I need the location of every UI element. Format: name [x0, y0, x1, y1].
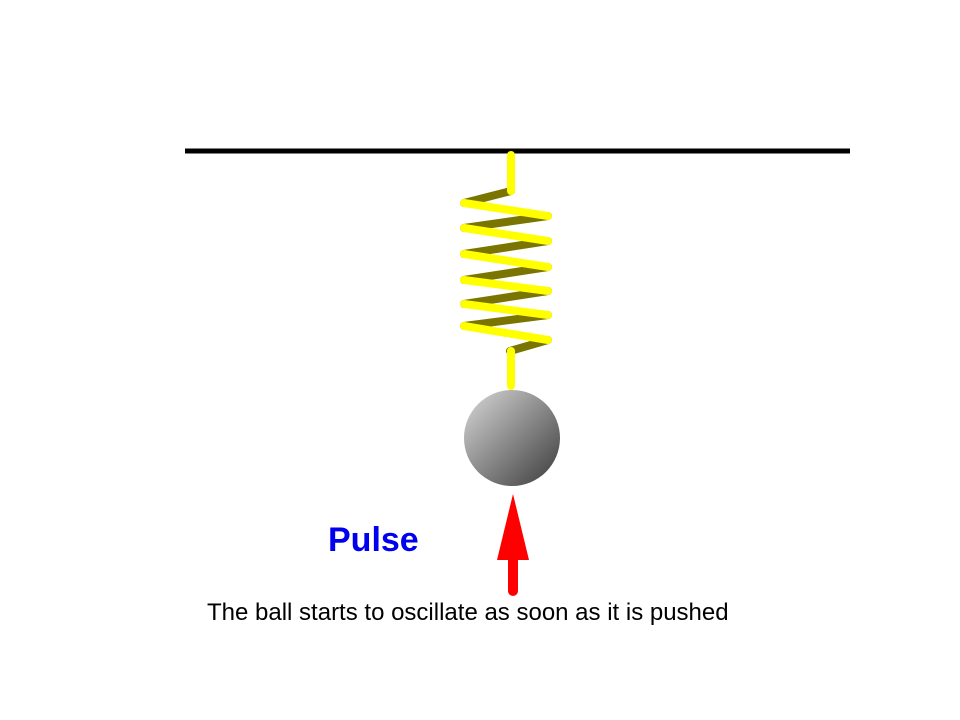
spring: [460, 151, 552, 390]
pulse-label: Pulse: [328, 521, 419, 559]
caption-text: The ball starts to oscillate as soon as …: [207, 599, 729, 626]
spring-front-coils: [460, 151, 552, 390]
ball: [464, 390, 560, 486]
up-arrow-icon: [497, 494, 529, 596]
